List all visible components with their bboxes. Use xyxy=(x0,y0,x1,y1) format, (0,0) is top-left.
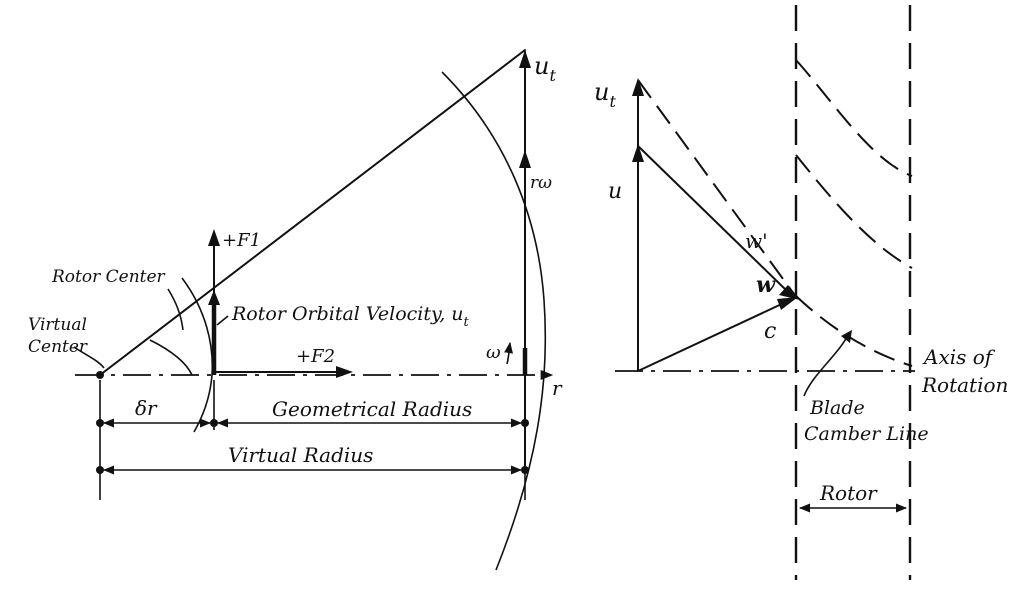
virtual-center-label-1: Virtual xyxy=(28,315,87,335)
dim-dot-3 xyxy=(521,419,529,427)
f1-label: +F1 xyxy=(222,230,261,251)
virtual-center-label-2: Center xyxy=(28,337,88,357)
r-omega-arrowhead xyxy=(519,150,531,168)
left-diagram: Rotor Center Virtual Center +F1 +F2 Roto… xyxy=(28,49,563,571)
r-axis-label: r xyxy=(552,376,563,400)
dim-dot-2 xyxy=(210,419,218,427)
right-ut-arrowhead xyxy=(632,78,644,96)
blade-curve-top xyxy=(795,59,913,177)
virtual-center-leader xyxy=(73,346,105,369)
dim-dot-4 xyxy=(96,466,104,474)
right-diagram: ut u w' w c Axis of Rotation Blade Cambe… xyxy=(594,5,1008,580)
axis-of-rotation-label-1: Axis of xyxy=(922,345,996,369)
c-vector xyxy=(637,301,787,372)
blade-camber-leader-head xyxy=(841,330,852,343)
axis-of-rotation-label-2: Rotation xyxy=(921,373,1008,397)
right-u-arrowhead xyxy=(632,144,644,162)
w-prime-vector xyxy=(637,79,795,295)
rotor-center-label: Rotor Center xyxy=(51,267,166,287)
rotor-label: Rotor xyxy=(819,481,878,505)
w-prime-label: w' xyxy=(745,229,768,253)
c-label: c xyxy=(764,319,776,344)
w-vector xyxy=(637,145,787,291)
right-ut-label: ut xyxy=(594,78,616,111)
dim-dot-5 xyxy=(521,466,529,474)
virtual-radius-arc xyxy=(441,71,547,571)
diagonal-line xyxy=(99,49,526,376)
right-u-label: u xyxy=(608,179,622,204)
dim-dot-1 xyxy=(96,419,104,427)
w-label: w xyxy=(756,272,776,298)
rotor-center-arc xyxy=(181,277,214,433)
orbital-velocity-leader xyxy=(216,315,229,326)
virtual-radius-label: Virtual Radius xyxy=(228,443,373,467)
ut-arrowhead xyxy=(519,50,531,68)
f2-label: +F2 xyxy=(296,346,335,367)
virtual-center-point xyxy=(96,371,104,379)
rotor-center-leader xyxy=(167,288,184,331)
left-ut-label: ut xyxy=(534,52,556,85)
c-arrowhead xyxy=(777,297,798,310)
rotor-orbital-velocity-label: Rotor Orbital Velocity, ut xyxy=(231,303,470,330)
blade-label-1: Blade xyxy=(809,397,865,419)
delta-r-label: δr xyxy=(135,396,158,420)
blade-camber-leader xyxy=(803,334,849,397)
blade-label-2: Camber Line xyxy=(804,423,929,445)
omega-arrow xyxy=(504,341,514,365)
blade-camber-line xyxy=(795,295,913,367)
f1-arrowhead xyxy=(208,229,220,246)
w-arrowhead xyxy=(779,285,800,300)
f2-arrowhead xyxy=(336,366,353,378)
angle-arc xyxy=(149,339,193,376)
r-omega-label: rω xyxy=(530,173,552,193)
geometrical-radius-label: Geometrical Radius xyxy=(272,397,472,421)
blade-curve-middle xyxy=(795,154,913,269)
omega-label: ω xyxy=(486,342,501,363)
